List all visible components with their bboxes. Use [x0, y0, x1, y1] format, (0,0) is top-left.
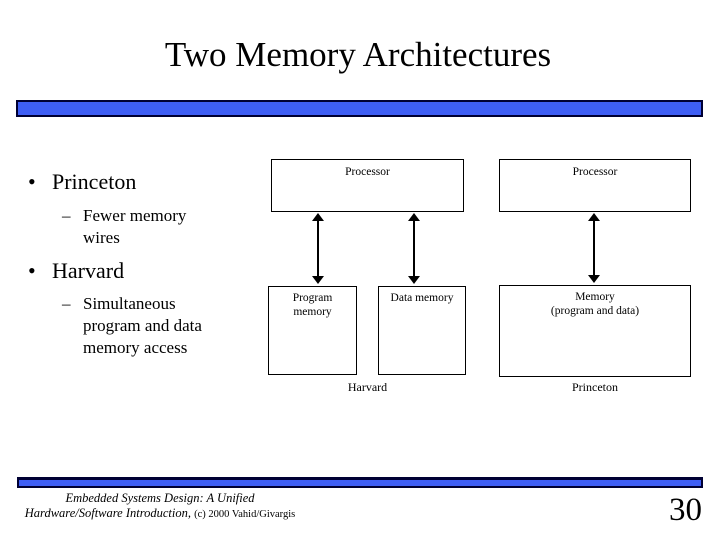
princeton-memory-label-line2: (program and data): [550, 305, 640, 317]
princeton-caption: Princeton: [572, 380, 618, 394]
slide-page-number: 30: [669, 492, 702, 528]
bullet-harvard: • Harvard: [28, 258, 124, 284]
princeton-memory-label-line1: Memory: [575, 291, 615, 303]
title-divider-bar: [16, 100, 703, 117]
bullet-princeton-label: Princeton: [52, 169, 137, 194]
harvard-data-memory-box: Data memory: [378, 286, 466, 375]
harvard-caption: Harvard: [347, 380, 388, 394]
footer-copyright: (c) 2000 Vahid/Givargis: [194, 508, 296, 520]
princeton-memory-box: Memory (program and data): [499, 285, 691, 377]
dash-marker-icon: –: [62, 206, 71, 225]
footer-book-title-line1: Embedded Systems Design: A Unified: [65, 491, 255, 505]
subbullet-simultaneous-access: – Simultaneous program and data memory a…: [62, 293, 223, 359]
subbullet-simultaneous-access-label: Simultaneous program and data memory acc…: [83, 294, 202, 357]
princeton-processor-box: Processor: [499, 159, 691, 212]
harvard-data-memory-label: Data memory: [390, 292, 454, 304]
bullet-dot-icon: •: [28, 169, 36, 194]
bullet-harvard-label: Harvard: [52, 258, 125, 283]
bullet-dot-icon: •: [28, 258, 36, 283]
harvard-program-memory-label: Program memory: [292, 292, 333, 318]
harvard-processor-box: Processor: [271, 159, 464, 212]
bullet-princeton: • Princeton: [28, 169, 136, 195]
footer-book-title-line2: Hardware/Software Introduction,: [24, 505, 191, 520]
footer-attribution: Embedded Systems Design: A Unified Hardw…: [5, 491, 315, 522]
harvard-data-bus-arrow-icon: [408, 213, 420, 284]
harvard-program-bus-arrow-icon: [312, 213, 324, 284]
harvard-processor-label: Processor: [345, 166, 390, 178]
subbullet-fewer-wires: – Fewer memory wires: [62, 205, 223, 249]
subbullet-fewer-wires-label: Fewer memory wires: [83, 206, 187, 247]
footer-line2: Hardware/Software Introduction, (c) 2000…: [5, 506, 315, 523]
harvard-program-memory-box: Program memory: [268, 286, 357, 375]
princeton-processor-label: Processor: [572, 166, 618, 178]
princeton-memory-bus-arrow-icon: [588, 213, 600, 283]
dash-marker-icon: –: [62, 294, 71, 313]
princeton-memory-label: Memory (program and data): [500, 286, 690, 318]
slide-title: Two Memory Architectures: [164, 35, 552, 74]
footer-divider-bar: [17, 477, 703, 488]
